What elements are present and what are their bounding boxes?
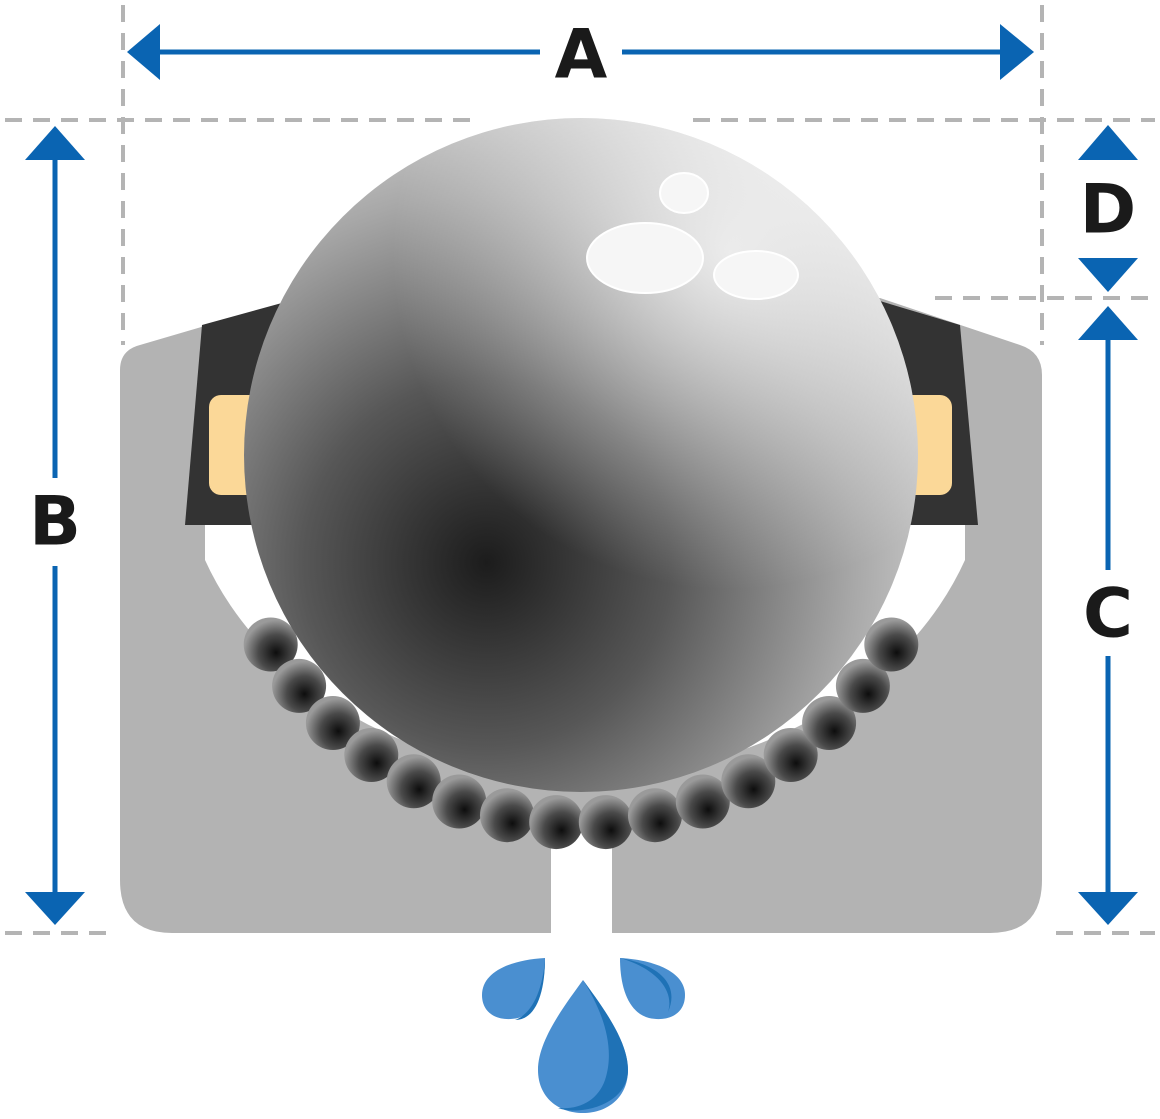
droplet-center — [538, 980, 628, 1113]
support-ball — [835, 658, 890, 713]
guide-lines — [5, 5, 1155, 935]
support-ball — [386, 754, 441, 809]
support-ball — [802, 696, 857, 750]
dimension-a: A — [127, 16, 1034, 95]
support-ball — [864, 617, 919, 672]
support-ball — [243, 617, 298, 672]
drain-droplets — [482, 958, 685, 1113]
support-ball — [480, 788, 534, 843]
main-ball-highlight — [586, 222, 704, 294]
dimension-c-label: C — [1083, 575, 1133, 654]
support-ball — [272, 658, 327, 713]
dimension-a-label: A — [555, 16, 608, 95]
support-ball — [628, 788, 682, 843]
dimension-c: C — [1078, 306, 1138, 925]
main-ball — [244, 118, 918, 792]
support-ball — [305, 696, 360, 750]
dimension-d: D — [1078, 125, 1138, 292]
support-ball — [763, 728, 818, 782]
droplet-left — [482, 958, 545, 1020]
dimension-b: B — [25, 126, 85, 925]
support-ball — [344, 728, 399, 782]
support-ball — [529, 795, 584, 850]
support-ball-ring — [243, 617, 919, 850]
support-ball — [432, 774, 487, 829]
dimension-b-label: B — [29, 483, 81, 562]
support-ball — [578, 795, 633, 850]
support-ball — [675, 774, 730, 829]
droplet-right — [620, 958, 685, 1020]
dimension-d-label: D — [1080, 171, 1136, 250]
support-ball — [721, 754, 776, 809]
